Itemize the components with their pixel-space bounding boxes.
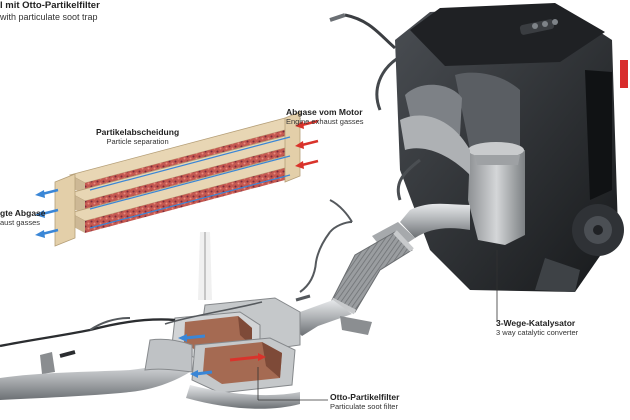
- label-particle-separation-en: Particle separation: [106, 137, 169, 147]
- filter-cutaway: [35, 111, 319, 247]
- sensor-cables: [0, 199, 353, 358]
- label-exhaust-out: gte Abgase aust gasses: [0, 208, 46, 227]
- connector-pipe: [288, 300, 352, 336]
- label-exhaust-in-de: Abgase vom Motor: [286, 107, 363, 117]
- rear-exhaust-pipe: [0, 338, 300, 409]
- label-particle-separation: Partikelabscheidung Particle separation: [96, 127, 179, 146]
- label-particle-separation-de: Partikelabscheidung: [96, 127, 180, 137]
- label-exhaust-in: Abgase vom Motor Engine exhaust gasses: [286, 107, 364, 126]
- label-exhaust-in-en: Engine exhaust gasses: [286, 117, 364, 127]
- label-particulate-filter-en: Particulate soot filter: [330, 402, 398, 412]
- title-english: with particulate soot trap: [0, 11, 98, 22]
- label-particulate-filter: Otto-Partikelfilter Particulate soot fil…: [330, 392, 399, 411]
- mounting-bracket: [340, 316, 372, 335]
- label-particulate-filter-de: Otto-Partikelfilter: [330, 392, 400, 402]
- label-exhaust-out-de: gte Abgase: [0, 208, 46, 218]
- exhaust-out-arrows: [35, 188, 59, 238]
- label-catalytic-converter: 3-Wege-Katalysator 3 way catalytic conve…: [496, 318, 578, 337]
- label-catalytic-converter-de: 3-Wege-Katalysator: [496, 318, 576, 328]
- exhaust-in-arrows: [295, 119, 319, 169]
- label-exhaust-out-en: aust gasses: [0, 218, 41, 228]
- catalytic-converter: [400, 115, 525, 245]
- particulate-filter: [171, 297, 301, 394]
- label-catalytic-converter-en: 3 way catalytic converter: [496, 328, 579, 338]
- diagram-title: l mit Otto-Partikelfilter with particula…: [0, 0, 100, 22]
- flex-pipe: [330, 230, 414, 315]
- title-german: l mit Otto-Partikelfilter: [0, 0, 100, 11]
